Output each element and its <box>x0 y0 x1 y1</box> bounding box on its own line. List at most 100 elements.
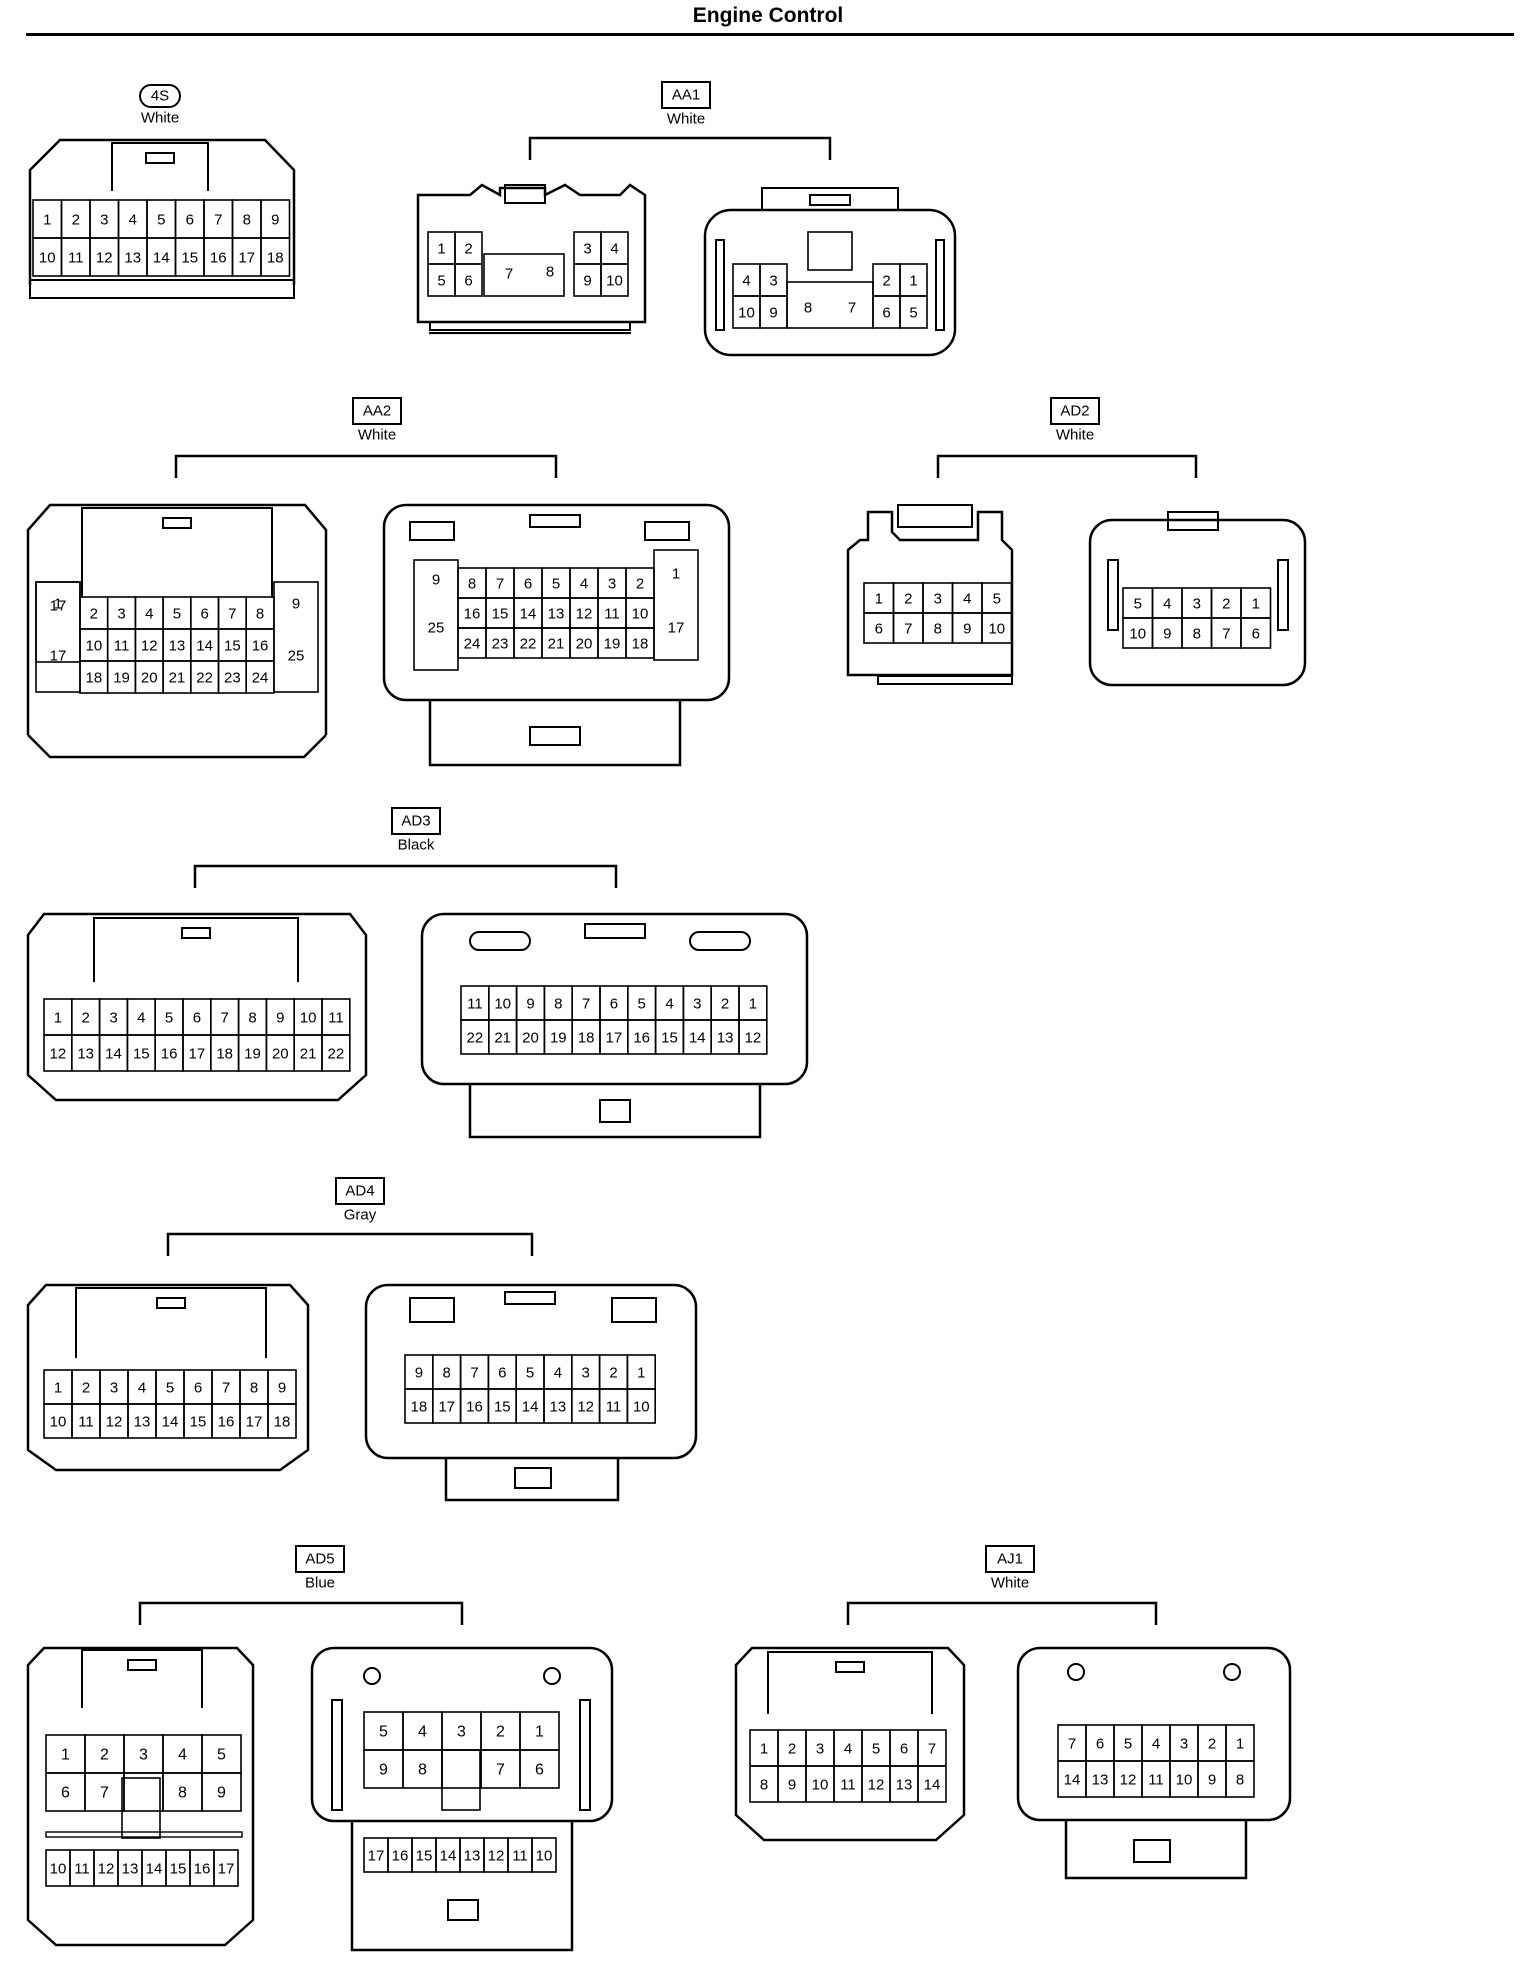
pin-number: 3 <box>100 212 108 229</box>
pin-number: 5 <box>166 1380 174 1397</box>
pin-number: 19 <box>244 1046 261 1063</box>
connector-code-box <box>335 1177 385 1205</box>
pin-number: 3 <box>608 576 616 593</box>
pin-number: 2 <box>788 1741 796 1758</box>
pin-cell <box>899 295 928 329</box>
pin-number: 1 <box>54 1010 62 1027</box>
pin-number: 2 <box>721 996 729 1013</box>
pin-number: 11 <box>328 1010 344 1027</box>
pin-number: 13 <box>717 1030 734 1047</box>
pin-number: 9 <box>415 1365 423 1382</box>
pin-cell <box>245 660 275 694</box>
latch-tab <box>127 1659 157 1671</box>
pin-number: 20 <box>576 636 593 653</box>
pin-number: 8 <box>554 996 562 1013</box>
connector-code-box <box>139 84 181 108</box>
view-bracket <box>846 1601 1158 1625</box>
pin-number: 6 <box>610 996 618 1013</box>
pin-number: 4 <box>138 1380 146 1397</box>
pin-number: 23 <box>492 636 509 653</box>
pin-number: 4 <box>129 212 137 229</box>
pin-number: 1 <box>760 1741 768 1758</box>
pin-number: 6 <box>900 1741 908 1758</box>
pin-cell <box>260 237 291 277</box>
pin-number: 12 <box>141 638 158 655</box>
pin-number: 14 <box>520 606 537 623</box>
latch <box>81 507 273 598</box>
pin-number: 9 <box>292 596 300 613</box>
pin-number: 11 <box>78 1414 94 1431</box>
pin-number: 7 <box>222 1380 230 1397</box>
connector-code-box <box>1050 397 1100 425</box>
pin-cell <box>981 612 1013 644</box>
pin-number: 22 <box>328 1046 345 1063</box>
pin-number: 11 <box>68 250 84 267</box>
pin-number: 8 <box>934 621 942 638</box>
pin-number: 17 <box>668 620 685 637</box>
pin-number: 7 <box>582 996 590 1013</box>
pin-number: 2 <box>90 606 98 623</box>
latch-tab <box>145 152 175 164</box>
pin-number: 6 <box>875 621 883 638</box>
pin-number: 8 <box>1193 626 1201 643</box>
pin-grid: 10 9 <box>732 295 788 329</box>
pin-number: 3 <box>769 273 777 290</box>
pin-number: 1 <box>909 273 917 290</box>
pin-number: 1 <box>672 566 680 583</box>
pin-number: 4 <box>742 273 750 290</box>
pin-number: 21 <box>169 670 186 687</box>
pin-number: 18 <box>267 250 284 267</box>
pin-number: 13 <box>1092 1772 1109 1789</box>
pin-number: 8 <box>250 1380 258 1397</box>
pin-number: 16 <box>161 1046 178 1063</box>
pin-number: 16 <box>194 1861 211 1878</box>
pin-number: 13 <box>896 1777 913 1794</box>
pin-number: 1 <box>535 1724 544 1741</box>
pin-number: 10 <box>494 996 511 1013</box>
pin-number: 17 <box>438 1399 455 1416</box>
pin-number: 9 <box>769 305 777 322</box>
pin-number: 2 <box>609 1365 617 1382</box>
connector-color: White <box>991 1575 1029 1592</box>
pin-number: 18 <box>274 1414 291 1431</box>
pin-number: 12 <box>50 1046 67 1063</box>
pin-number: 1 <box>875 591 883 608</box>
pin-number: 3 <box>109 1010 117 1027</box>
pin-number: 6 <box>186 212 194 229</box>
pin-number: 8 <box>256 606 264 623</box>
pin-number: 2 <box>1222 596 1230 613</box>
pin-number: 15 <box>492 606 509 623</box>
connector-code: AA1 <box>672 87 700 104</box>
pin-number: 18 <box>216 1046 233 1063</box>
pin-number: 10 <box>988 621 1005 638</box>
pin-number: 8 <box>468 576 476 593</box>
pin-number: 10 <box>1176 1772 1193 1789</box>
pin-number: 12 <box>868 1777 885 1794</box>
pin-number: 13 <box>550 1399 567 1416</box>
pin-number: 15 <box>224 638 241 655</box>
connector-code: AD3 <box>401 813 430 830</box>
latch <box>93 917 299 982</box>
pin-number: 2 <box>636 576 644 593</box>
pin-number: 15 <box>133 1046 150 1063</box>
connector-code: AD2 <box>1060 403 1089 420</box>
pin-number: 20 <box>522 1030 539 1047</box>
pin-number: 3 <box>117 606 125 623</box>
pin-number: 1 <box>637 1365 645 1382</box>
pin-number: 10 <box>738 305 755 322</box>
pin-number: 10 <box>812 1777 829 1794</box>
pin-number: 2 <box>1208 1736 1216 1753</box>
